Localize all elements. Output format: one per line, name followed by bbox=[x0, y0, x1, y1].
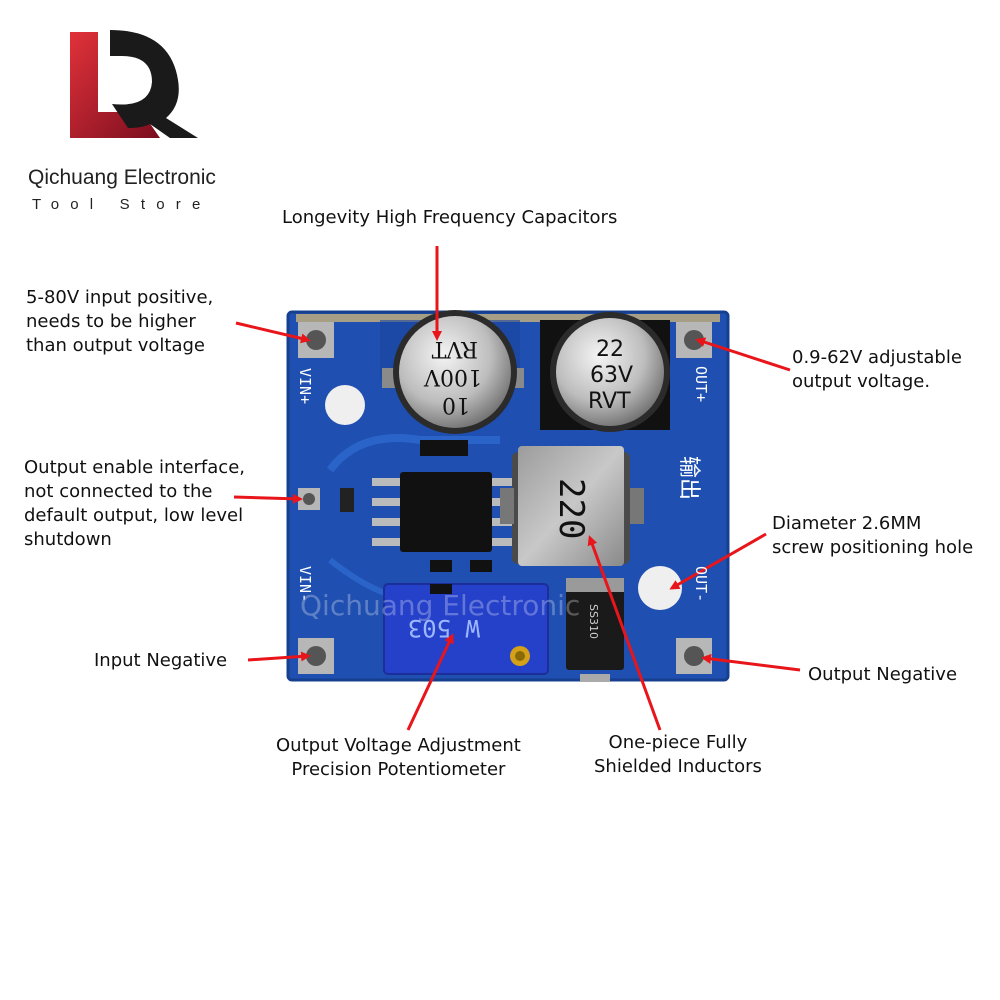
pad-out-minus bbox=[676, 638, 712, 674]
silk-vin-minus: VIN- bbox=[296, 566, 314, 602]
label-input-positive-line: than output voltage bbox=[26, 335, 205, 356]
silk-out-minus: OUT- bbox=[692, 566, 710, 602]
capacitor-left bbox=[382, 310, 524, 434]
potentiometer-marking: W 503 bbox=[408, 614, 480, 642]
arrow-enable bbox=[233, 493, 303, 504]
capacitor-right-marking: 22 63V RVT bbox=[588, 337, 633, 414]
label-capacitors: Longevity High Frequency Capacitors bbox=[282, 207, 618, 228]
label-hole: Diameter 2.6MM screw positioning hole bbox=[772, 512, 973, 560]
cap-left-line-2: 100V bbox=[423, 364, 482, 389]
label-potentiometer-line: Output Voltage Adjustment bbox=[276, 735, 521, 756]
smd-components bbox=[430, 560, 492, 594]
watermark: Qichuang Electronic bbox=[300, 589, 580, 622]
label-hole-line: screw positioning hole bbox=[772, 537, 974, 558]
ic-chip bbox=[340, 440, 512, 552]
label-input-positive: 5-80V input positive, needs to be higher… bbox=[26, 286, 213, 358]
cap-right-line-2: 63V bbox=[590, 363, 633, 388]
arrow-hole bbox=[669, 532, 767, 590]
inductor bbox=[500, 446, 644, 566]
label-output-voltage-line: output voltage. bbox=[792, 371, 931, 392]
arrow-output-negative bbox=[701, 653, 801, 672]
label-potentiometer: Output Voltage Adjustment Precision Pote… bbox=[276, 734, 521, 782]
arrow-potentiometer bbox=[406, 633, 454, 731]
board-silkscreen: VIN+ VIN- OUT+ OUT- 输出 bbox=[296, 366, 710, 602]
label-output-voltage: 0.9-62V adjustable output voltage. bbox=[792, 346, 962, 394]
label-output-negative: Output Negative bbox=[808, 664, 958, 685]
silk-chinese-output: 输出 bbox=[676, 456, 701, 500]
label-potentiometer-line: Precision Potentiometer bbox=[291, 759, 506, 780]
arrow-inductor bbox=[587, 535, 662, 731]
label-input-negative: Input Negative bbox=[94, 650, 228, 671]
silk-out-plus: OUT+ bbox=[692, 366, 710, 402]
label-inductor-line: Shielded Inductors bbox=[594, 756, 762, 777]
arrow-input-positive bbox=[235, 321, 311, 344]
label-input-positive-line: 5-80V input positive, bbox=[26, 287, 214, 308]
pad-out-plus bbox=[676, 322, 712, 358]
capacitor-left-marking: 10 100V RVT bbox=[423, 336, 482, 417]
mounting-hole-left bbox=[325, 385, 365, 425]
arrow-input-negative bbox=[247, 651, 311, 662]
capacitor-right bbox=[540, 312, 670, 432]
cap-left-line-1: 10 bbox=[442, 392, 470, 417]
cap-left-line-3: RVT bbox=[431, 336, 478, 361]
cap-right-line-1: 22 bbox=[596, 337, 624, 362]
label-enable: Output enable interface, not connected t… bbox=[24, 456, 245, 552]
label-inductor: One-piece Fully Shielded Inductors bbox=[594, 731, 762, 779]
label-enable-line: Output enable interface, bbox=[24, 457, 245, 478]
brand-subtitle: Tool Store bbox=[32, 196, 212, 213]
cap-right-line-3: RVT bbox=[588, 389, 631, 414]
potentiometer bbox=[383, 583, 549, 675]
label-inductor-line: One-piece Fully bbox=[608, 732, 748, 753]
pad-enable bbox=[298, 488, 320, 510]
inductor-marking: 220 bbox=[551, 478, 591, 539]
label-enable-line: default output, low level bbox=[24, 505, 244, 526]
brand-logo-icon bbox=[70, 30, 198, 138]
label-enable-line: shutdown bbox=[24, 529, 112, 550]
label-input-positive-line: needs to be higher bbox=[26, 311, 196, 332]
silk-vin-plus: VIN+ bbox=[296, 368, 314, 404]
arrow-output-voltage bbox=[695, 337, 791, 372]
label-enable-line: not connected to the bbox=[24, 481, 213, 502]
brand-name: Qichuang Electronic bbox=[28, 166, 216, 189]
annotation-arrows bbox=[233, 246, 801, 731]
mounting-hole-right bbox=[638, 566, 682, 610]
label-output-voltage-line: 0.9-62V adjustable bbox=[792, 347, 962, 368]
label-hole-line: Diameter 2.6MM bbox=[772, 513, 922, 534]
diode-marking: SS310 bbox=[587, 604, 600, 639]
